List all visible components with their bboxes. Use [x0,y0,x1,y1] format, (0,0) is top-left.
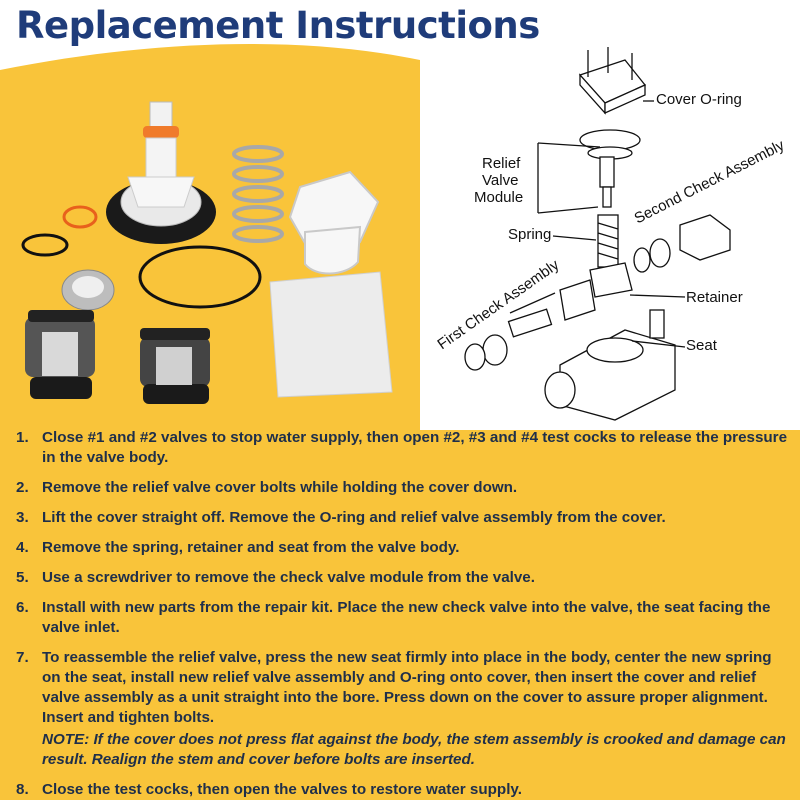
step-text: Close the test cocks, then open the valv… [42,781,522,798]
check-valve-module-2 [140,328,210,404]
step-text: Remove the relief valve cover bolts whil… [42,479,518,496]
spring-part [232,145,284,243]
step-text: Close #1 and #2 valves to stop water sup… [42,429,788,466]
step-4: 4. Remove the spring, retainer and seat … [16,538,788,558]
parts-bag [269,271,393,398]
step-number: 8. [16,781,29,798]
step-6: 6. Install with new parts from the repai… [16,598,788,638]
step-text: To reassemble the relief valve, press th… [42,648,788,770]
step-text: Lift the cover straight off. Remove the … [42,509,666,526]
label-spring: Spring [508,226,552,243]
label-seat: Seat [686,337,717,354]
retainer-part [288,170,380,275]
seat-part [61,269,115,311]
repair-kit-photo [21,101,393,404]
exploded-diagram [464,47,731,421]
step-number: 5. [16,569,29,586]
label-retainer: Retainer [686,289,743,306]
step-1: 1. Close #1 and #2 valves to stop water … [16,428,788,468]
step-text: Use a screwdriver to remove the check va… [42,569,535,586]
label-relief-line1: Relief [482,155,521,172]
diagram-spring [597,214,619,268]
large-oring [138,245,262,309]
step-text: Install with new parts from the repair k… [42,599,771,636]
step-3: 3. Lift the cover straight off. Remove t… [16,508,788,528]
step-number: 3. [16,509,29,526]
step-text: Remove the spring, retainer and seat fro… [42,539,460,556]
label-relief-line2: Valve [482,172,519,189]
step-number: 2. [16,479,29,496]
instruction-steps: 1. Close #1 and #2 valves to stop water … [16,428,788,800]
label-cover-oring: Cover O-ring [656,91,742,108]
step-number: 6. [16,599,29,616]
small-oring [21,233,69,257]
orange-oring [62,205,98,229]
step-7-note: NOTE: If the cover does not press flat a… [42,731,786,768]
step-7: 7. To reassemble the relief valve, press… [16,648,788,770]
step-2: 2. Remove the relief valve cover bolts w… [16,478,788,498]
page-title: Replacement Instructions [16,4,540,47]
step-number: 4. [16,539,29,556]
relief-valve-part [106,101,216,244]
check-valve-module-1 [25,310,95,399]
step-number: 1. [16,429,29,446]
step-5: 5. Use a screwdriver to remove the check… [16,568,788,588]
label-relief-line3: Module [474,189,524,206]
step-7-body: To reassemble the relief valve, press th… [42,649,772,726]
step-8: 8. Close the test cocks, then open the v… [16,780,788,800]
step-number: 7. [16,649,29,666]
